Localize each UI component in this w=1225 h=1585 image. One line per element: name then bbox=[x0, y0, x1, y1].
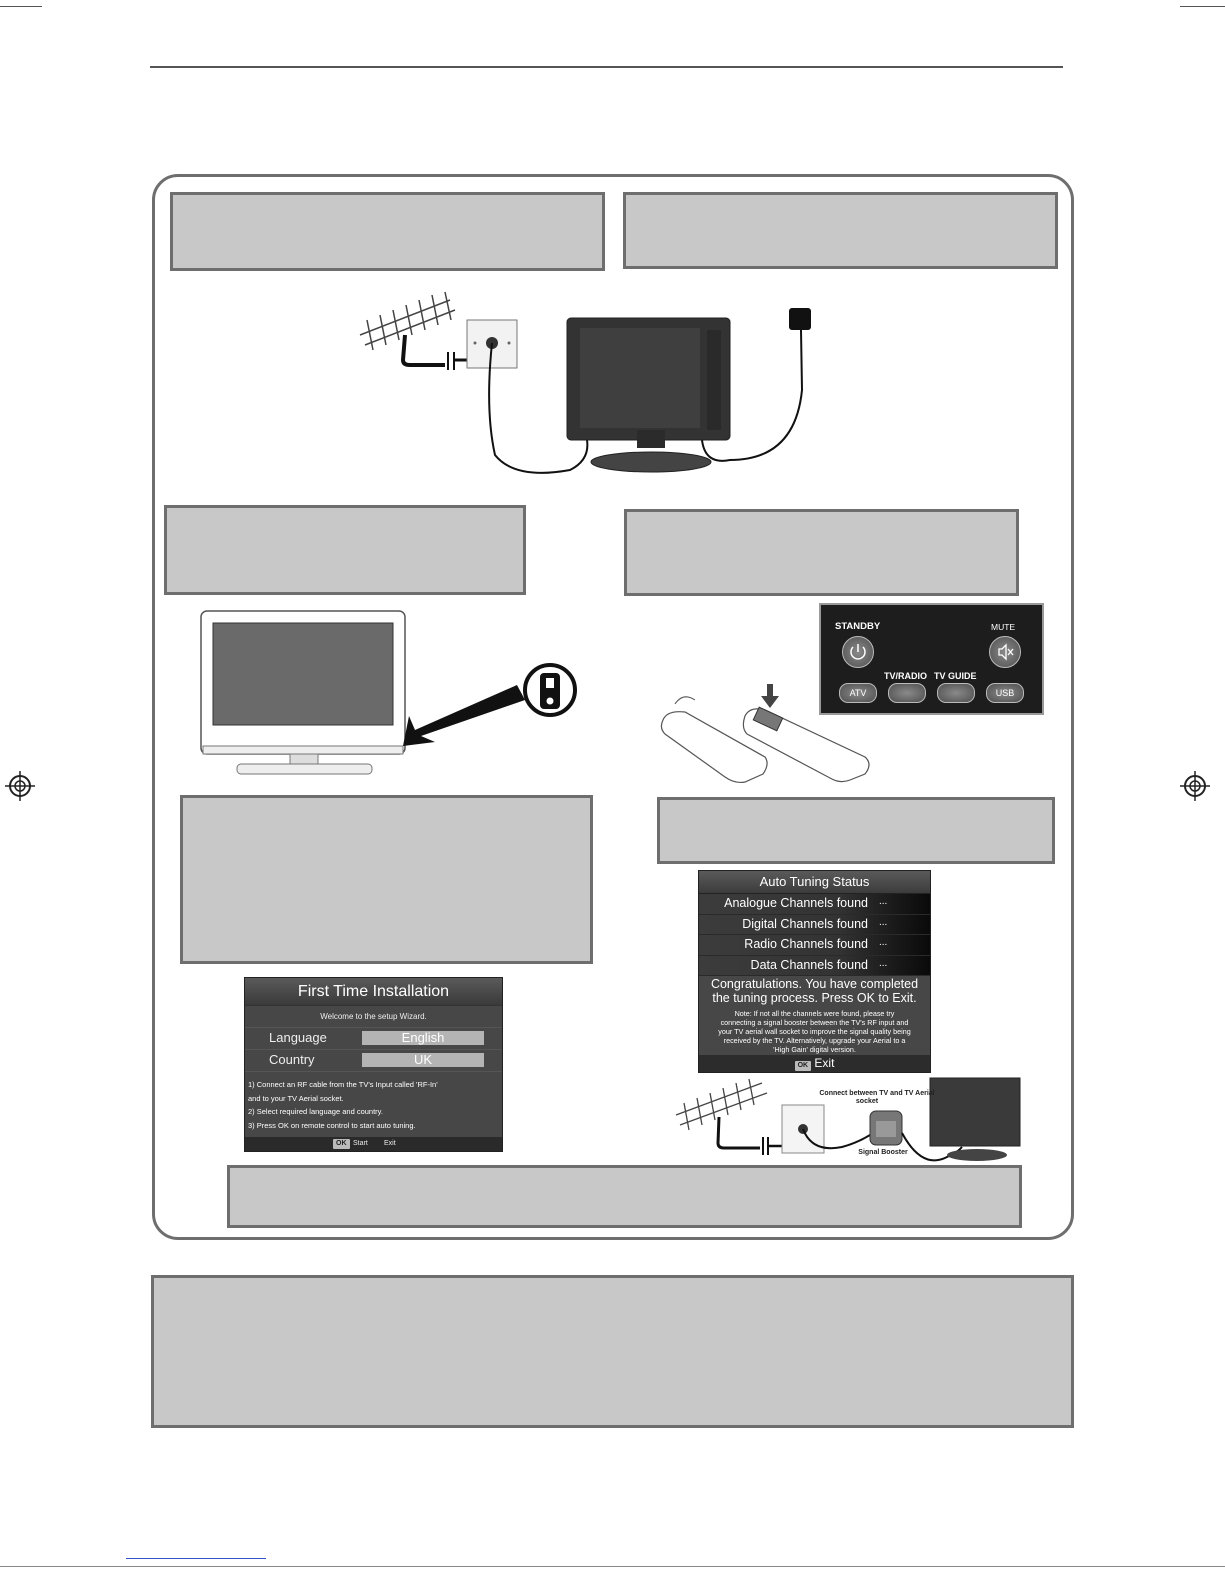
ok-button-badge[interactable]: OK bbox=[794, 1061, 812, 1071]
tv-guide-label: TV GUIDE bbox=[934, 671, 977, 681]
aerial-icon bbox=[675, 1078, 768, 1131]
fti-step1a: 1) Connect an RF cable from the TV's Inp… bbox=[248, 1080, 438, 1089]
standby-button[interactable] bbox=[842, 636, 874, 668]
step-box-6 bbox=[657, 797, 1055, 864]
crop-mark-top-right bbox=[1180, 6, 1225, 7]
auto-tuning-status-screen: Auto Tuning Status Analogue Channels fou… bbox=[698, 870, 931, 1073]
congrats-line: the tuning process. Press OK to Exit. bbox=[712, 991, 917, 1005]
note-line: your TV aerial wall socket to improve th… bbox=[718, 1027, 911, 1036]
mute-icon bbox=[998, 643, 1014, 661]
tv-power-switch-illustration bbox=[200, 610, 577, 775]
step-box-3 bbox=[164, 505, 526, 595]
note-line: Note: If not all the channels were found… bbox=[734, 1009, 895, 1018]
arrow-icon bbox=[403, 685, 525, 746]
info-box-bottom bbox=[151, 1275, 1074, 1428]
fti-welcome: Welcome to the setup Wizard. bbox=[320, 1012, 427, 1021]
ats-row-value: ... bbox=[879, 937, 888, 948]
step-box-4 bbox=[624, 509, 1019, 596]
fti-start-label: Start bbox=[353, 1140, 368, 1147]
fti-footer: OK Start Exit bbox=[245, 1137, 502, 1151]
fti-step3: 3) Press OK on remote control to start a… bbox=[248, 1120, 416, 1130]
language-select[interactable]: English bbox=[362, 1031, 484, 1045]
registration-mark-left-icon bbox=[5, 771, 35, 801]
tv-rear-icon bbox=[929, 1077, 1021, 1147]
registration-mark-right-icon bbox=[1180, 771, 1210, 801]
first-time-installation-screen: First Time Installation Welcome to the s… bbox=[244, 977, 503, 1152]
aerial-icon bbox=[359, 291, 456, 351]
fti-exit-label[interactable]: Exit bbox=[384, 1140, 396, 1147]
fti-country-row[interactable]: Country UK bbox=[245, 1050, 502, 1072]
fti-step2: 2) Select required language and country. bbox=[248, 1107, 383, 1116]
ok-button-badge[interactable]: OK bbox=[333, 1139, 350, 1149]
ats-row-value: ... bbox=[879, 916, 888, 928]
ats-row-analogue: Analogue Channels found ... bbox=[699, 894, 930, 915]
fti-step1b: and to your TV Aerial socket. bbox=[248, 1093, 344, 1103]
ats-row-label: Digital Channels found bbox=[742, 916, 868, 931]
ats-row-value: ... bbox=[879, 896, 888, 907]
ats-exit-label[interactable]: Exit bbox=[814, 1056, 835, 1070]
note-line: connecting a signal booster between the … bbox=[720, 1018, 909, 1027]
power-icon bbox=[850, 644, 866, 660]
standby-label: STANDBY bbox=[835, 621, 881, 632]
fti-title: First Time Installation bbox=[245, 978, 502, 1006]
crop-mark-top-left bbox=[0, 6, 42, 7]
usb-button[interactable]: USB bbox=[986, 683, 1024, 703]
language-label: Language bbox=[269, 1030, 327, 1045]
tv-radio-button[interactable] bbox=[888, 683, 926, 703]
booster-connect-label: Connect between TV and TV Aerial bbox=[819, 1090, 934, 1097]
ats-row-label: Analogue Channels found bbox=[724, 896, 868, 910]
tv-radio-label: TV/RADIO bbox=[884, 671, 928, 681]
remote-battery-illustration bbox=[660, 684, 870, 784]
ats-title: Auto Tuning Status bbox=[699, 871, 930, 894]
fti-language-row[interactable]: Language English bbox=[245, 1027, 502, 1050]
mute-button[interactable] bbox=[989, 636, 1021, 668]
power-plug-icon bbox=[789, 308, 811, 330]
tv-guide-button[interactable] bbox=[937, 683, 975, 703]
ats-row-data: Data Channels found ... bbox=[699, 955, 930, 976]
ats-congratulations: Congratulations. You have completed the … bbox=[699, 977, 930, 1005]
remote-button-panel: STANDBY MUTE TV/RADIO TV GUIDE ATV USB bbox=[819, 603, 1044, 715]
aerial-tv-connection-illustration bbox=[359, 291, 811, 474]
step-box-2 bbox=[623, 192, 1058, 269]
crop-mark-bottom bbox=[0, 1566, 1225, 1567]
step-box-7 bbox=[227, 1165, 1022, 1228]
country-label: Country bbox=[269, 1052, 315, 1067]
ats-row-digital: Digital Channels found ... bbox=[699, 914, 930, 935]
country-select[interactable]: UK bbox=[362, 1053, 484, 1067]
header-rule bbox=[150, 66, 1063, 68]
ats-row-radio: Radio Channels found ... bbox=[699, 935, 930, 956]
booster-connect-label-2: socket bbox=[856, 1098, 879, 1105]
note-line: received by the TV. Alternatively, upgra… bbox=[723, 1036, 906, 1045]
congrats-line: Congratulations. You have completed bbox=[710, 977, 919, 991]
crop-mark-bottom-link bbox=[126, 1558, 266, 1559]
booster-label: Signal Booster bbox=[858, 1149, 908, 1156]
ats-row-label: Radio Channels found bbox=[744, 937, 868, 951]
setup-steps-frame bbox=[152, 174, 1074, 1240]
atv-button[interactable]: ATV bbox=[839, 683, 877, 703]
note-line: 'High Gain' digital version. bbox=[773, 1045, 856, 1054]
signal-booster-illustration: Connect between TV and TV Aerial socket … bbox=[675, 1077, 1021, 1162]
step-box-5 bbox=[180, 795, 593, 964]
step-box-1 bbox=[170, 192, 605, 271]
fti-instructions: 1) Connect an RF cable from the TV's Inp… bbox=[248, 1078, 438, 1132]
ats-footer: OK Exit bbox=[699, 1055, 930, 1072]
ats-note: Note: If not all the channels were found… bbox=[699, 1005, 930, 1054]
ats-row-label: Data Channels found bbox=[750, 957, 868, 972]
mute-label: MUTE bbox=[991, 622, 1016, 632]
ats-row-value: ... bbox=[879, 957, 888, 969]
